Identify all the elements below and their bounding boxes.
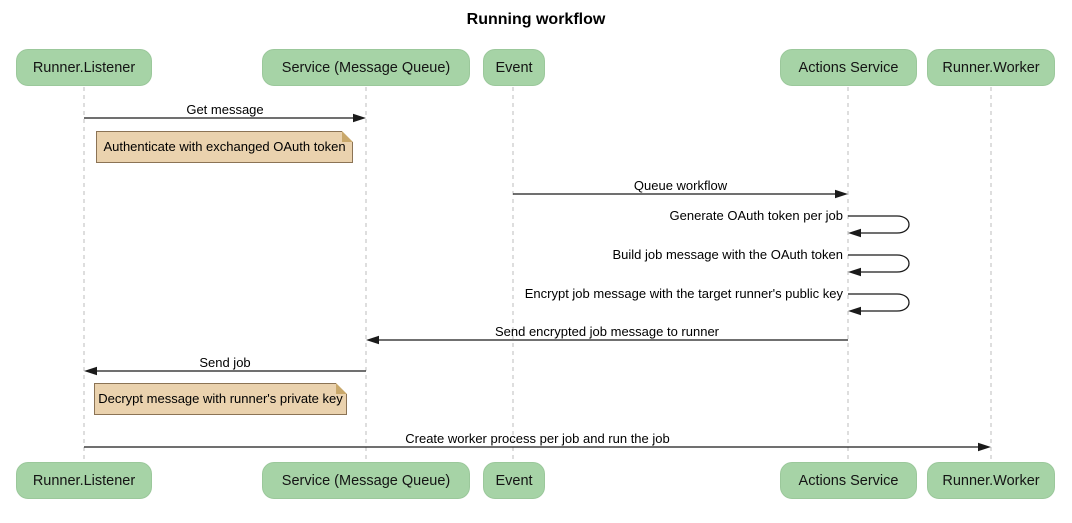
participant-top-event: Event — [483, 49, 545, 86]
message-label-send-job: Send job — [199, 355, 251, 370]
arrow-get-message — [84, 113, 366, 123]
arrow-send-job — [84, 366, 366, 376]
diagram-title: Running workflow — [466, 11, 606, 28]
message-label-get-message: Get message — [186, 102, 264, 117]
participant-bottom-service-message-queue: Service (Message Queue) — [262, 462, 470, 499]
participant-top-actions-service: Actions Service — [780, 49, 917, 86]
note-text: Decrypt message with runner's private ke… — [98, 391, 343, 406]
note-text: Authenticate with exchanged OAuth token — [103, 139, 346, 154]
participant-top-service-message-queue: Service (Message Queue) — [262, 49, 470, 86]
message-label-generate-oauth-token: Generate OAuth token per job — [669, 208, 843, 223]
note-decrypt-private-key: Decrypt message with runner's private ke… — [94, 383, 347, 415]
self-loop-generate-oauth-token — [848, 215, 910, 238]
message-label-build-job-message: Build job message with the OAuth token — [612, 247, 843, 262]
participant-bottom-event: Event — [483, 462, 545, 499]
arrow-create-worker-process — [84, 442, 991, 452]
arrow-send-encrypted-job-message — [366, 335, 848, 345]
message-label-queue-workflow: Queue workflow — [633, 178, 728, 193]
message-label-send-encrypted-job-message: Send encrypted job message to runner — [494, 324, 720, 339]
note-folded-corner — [336, 383, 347, 394]
participant-top-runner-worker: Runner.Worker — [927, 49, 1055, 86]
self-loop-build-job-message — [848, 254, 910, 277]
participant-bottom-runner-worker: Runner.Worker — [927, 462, 1055, 499]
message-label-create-worker-process: Create worker process per job and run th… — [405, 431, 670, 446]
arrow-queue-workflow — [513, 189, 848, 199]
participant-bottom-actions-service: Actions Service — [780, 462, 917, 499]
note-folded-corner — [342, 131, 353, 142]
participant-top-runner-listener: Runner.Listener — [16, 49, 152, 86]
self-loop-encrypt-job-message — [848, 293, 910, 316]
message-label-encrypt-job-message: Encrypt job message with the target runn… — [524, 286, 843, 301]
note-authenticate-oauth-token: Authenticate with exchanged OAuth token — [96, 131, 353, 163]
participant-bottom-runner-listener: Runner.Listener — [16, 462, 152, 499]
